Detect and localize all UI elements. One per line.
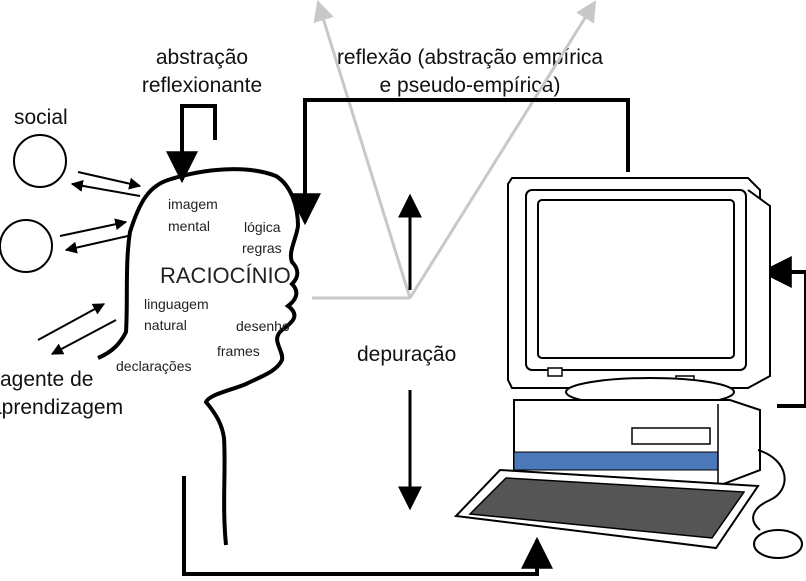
reflection-label-line2: e pseudo-empírica) <box>380 74 561 97</box>
computer-illustration <box>453 177 803 559</box>
drive-bay <box>631 427 711 445</box>
head-item-logic-line1: lógica <box>244 219 281 235</box>
monitor-button-left <box>547 367 563 377</box>
head-silhouette <box>97 167 301 546</box>
agent-arrow-in <box>50 319 117 355</box>
monitor-screen <box>537 199 735 359</box>
debugging-label: depuração <box>357 343 456 366</box>
head-center-label: RACIOCÍNIO <box>160 263 291 288</box>
learning-agent-label-line2: aprendizagem <box>0 396 123 419</box>
mouse <box>753 529 803 559</box>
monitor-feedback-arrow <box>759 256 806 408</box>
reflective-abstraction-label-line2: reflexionante <box>142 74 262 97</box>
social-circle-bottom <box>0 219 53 273</box>
social-circle-top <box>13 134 67 188</box>
keyboard-keys <box>468 477 746 539</box>
social-arrow-top-in <box>70 179 141 197</box>
reflection-arrow-right <box>408 0 597 299</box>
social-arrow-bottom-in <box>64 235 129 254</box>
reflective-abstraction-label-line1: abstração <box>156 46 248 69</box>
head-item-language-line2: natural <box>144 317 187 333</box>
agent-arrow-out <box>37 303 106 341</box>
reflection-label-line1: reflexão (abstração empírica <box>337 46 603 69</box>
social-label: social <box>14 106 68 129</box>
head-item-mental-image-line1: imagem <box>168 196 218 212</box>
input-loop-arrow <box>182 476 553 576</box>
head-item-mental-image-line2: mental <box>168 218 210 234</box>
learning-agent-label-line1: agente de <box>0 368 93 391</box>
social-arrow-bottom-out <box>59 218 128 237</box>
system-unit-accent-stripe <box>513 451 719 471</box>
reflection-feedback-arrow <box>289 98 630 226</box>
head-item-frames: frames <box>217 343 260 359</box>
reflective-abstraction-arrow <box>166 104 217 184</box>
head-item-declarations: declarações <box>116 358 192 374</box>
monitor-side <box>747 189 771 389</box>
head-item-drawing: desenho <box>236 318 290 334</box>
mouse-cable <box>752 449 786 531</box>
social-arrow-top-out <box>77 171 142 190</box>
head-item-logic-line2: regras <box>242 240 282 256</box>
head-item-language-line1: linguagem <box>144 296 209 312</box>
reflection-arrow-left <box>313 0 412 299</box>
